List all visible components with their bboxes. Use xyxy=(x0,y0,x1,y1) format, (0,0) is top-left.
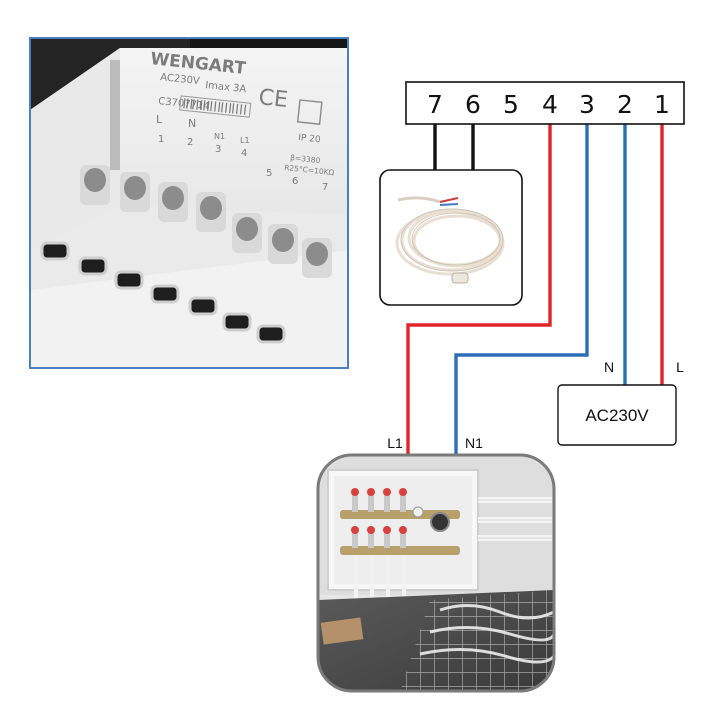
power-supply-box: AC230V xyxy=(557,384,677,446)
device-num-2: 2 xyxy=(187,137,193,148)
device-label-7: 7 xyxy=(322,182,328,193)
rating-text: AC230V xyxy=(160,72,201,87)
ce-mark: CE xyxy=(257,85,289,113)
photo-frame xyxy=(29,37,349,369)
device-label-l1: L1 xyxy=(240,136,250,145)
power-supply-label: AC230V xyxy=(585,406,649,425)
device-num-3: 3 xyxy=(215,144,221,155)
imax-text: Imax 3A xyxy=(205,80,247,95)
device-label-5: 5 xyxy=(266,168,272,179)
terminal-7: 7 xyxy=(427,90,443,119)
terminal-screws xyxy=(80,165,332,278)
ip-text: IP 20 xyxy=(298,133,322,145)
terminal-6: 6 xyxy=(465,90,481,119)
wire-n1 xyxy=(454,124,589,456)
wires xyxy=(406,124,664,456)
terminal-1: 1 xyxy=(654,90,670,119)
device-label-l: L xyxy=(156,113,163,126)
wire-l1 xyxy=(406,124,552,456)
manifold-valves xyxy=(351,488,407,548)
barcode xyxy=(179,95,252,118)
label-l: L xyxy=(676,359,684,375)
sensor-spec-b: β=3380 xyxy=(290,153,321,165)
device-label-n: N xyxy=(188,117,196,130)
ip-box xyxy=(296,99,323,125)
terminal-block: 7 6 5 4 3 2 1 xyxy=(405,81,685,125)
device-label-6: 6 xyxy=(292,176,298,187)
underfloor-heating-manifold-icon xyxy=(316,453,556,693)
label-l1: L1 xyxy=(387,435,403,451)
thermostat-terminal-photo: WENGART AC230V Imax 3A C3707714 CE IP 20… xyxy=(29,37,349,369)
terminal-4: 4 xyxy=(542,90,558,119)
device-num-1: 1 xyxy=(158,134,164,145)
device-num-4: 4 xyxy=(241,148,247,159)
device-label-n1: N1 xyxy=(214,132,225,141)
label-n: N xyxy=(604,359,614,375)
terminal-3: 3 xyxy=(579,90,595,119)
terminal-2: 2 xyxy=(617,90,633,119)
terminal-5: 5 xyxy=(503,90,519,119)
label-n1: N1 xyxy=(465,435,483,451)
wire-entry-slots xyxy=(40,241,286,344)
temperature-sensor-cable-icon xyxy=(379,169,523,306)
